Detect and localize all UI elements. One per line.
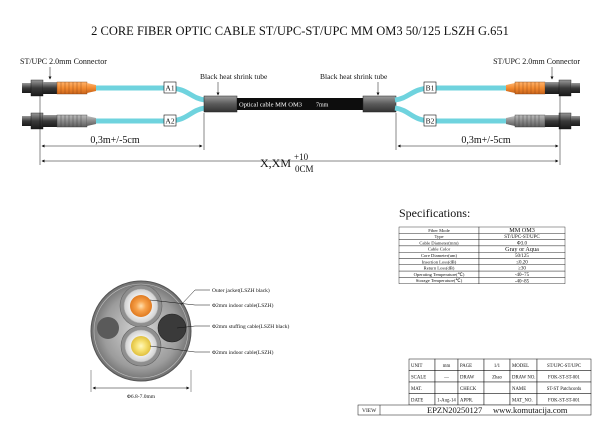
right-fiber-leg-b1 (394, 85, 506, 103)
total-length-tol-minus: 0CM (295, 164, 314, 174)
title-block: UNIT mm PAGE 1/1 MODEL ST/UPC-ST/UPC SCALE — DRA… (357, 358, 592, 416)
title-block-label: UNIT (411, 364, 423, 369)
spec-label: Return Loss(dB) (424, 266, 455, 271)
spec-row: Fiber Mode MM OM3 (398, 226, 566, 234)
tag-b2-text: B2 (426, 117, 435, 126)
spec-label: Cable Color (428, 247, 451, 252)
spec-row: Type ST/UPC-ST/UPC (398, 233, 566, 240)
title-block-value: — (443, 376, 449, 381)
title-block-row: SCALE — DRAW Zhao DRAW NO. FOK-ST-ST-001 (408, 370, 592, 383)
left-heat-shrink-tube (203, 95, 238, 113)
spec-row: Insertion Loss(dB) ≤0.20 (398, 258, 566, 265)
title-block-label: NAME (512, 387, 526, 392)
spec-row: Operating Temperature(℃) -40~75 (398, 270, 566, 278)
page-title: 2 CORE FIBER OPTIC CABLE ST/UPC-ST/UPC M… (91, 24, 509, 38)
spec-label: Cable Diameter(mm) (419, 240, 459, 245)
spec-label: Storage Temperature(℃) (416, 278, 463, 283)
right-leg-length: 0,3m+/-5cm (461, 135, 510, 146)
title-block-label: SCALE (411, 376, 426, 381)
cable-cross-section (90, 280, 192, 382)
spec-label: Insertion Loss(dB) (422, 259, 457, 264)
spec-value: MM OM3 (509, 227, 535, 234)
spec-value: -40~85 (515, 279, 530, 284)
tag-a2-text: A2 (165, 117, 174, 126)
tag-b1-text: B1 (426, 84, 435, 93)
spec-row: Return Loss(dB) ≥30 (398, 264, 566, 272)
left-connector-label: ST/UPC 2.0mm Connector (20, 57, 107, 66)
title-block-row: DATE 1-Aug-14 APPR. MAT_NO. FOK-ST-ST-001 (408, 393, 592, 406)
tag-b1 (423, 81, 437, 94)
spec-value: ≥30 (518, 267, 526, 272)
cross-section-leaders (149, 289, 210, 353)
cable-text: Optical cable MM OM3 (239, 102, 302, 109)
cross-section-diameter: Φ6.8-7.0mm (127, 394, 156, 400)
spec-value: ST/UPC-ST/UPC (504, 235, 540, 240)
tag-a1-text: A1 (165, 84, 174, 93)
right-tube-label: Black heat shrink tube (320, 72, 388, 81)
total-length: X,XM (260, 156, 291, 170)
title-block-label: MAT_NO. (512, 399, 533, 404)
tag-b2 (423, 114, 437, 127)
title-block-label: MAT. (411, 387, 422, 392)
title-block-row: UNIT mm PAGE 1/1 MODEL ST/UPC-ST/UPC (408, 358, 592, 371)
drawing-code: EPZN20250127 (427, 405, 482, 415)
title-block-label: DRAW NO. (512, 376, 536, 381)
spec-value: 50/125 (515, 254, 529, 259)
left-fiber-leg-a2 (96, 105, 206, 124)
title-block-value: 1-Aug-14 (437, 399, 456, 404)
spec-row: Cable Diameter(mm) Φ3.0 (398, 239, 566, 247)
left-tube-label: Black heat shrink tube (200, 72, 268, 81)
callout-outer-jacket: Outer jacket(LSZH black) (212, 287, 270, 294)
title-block-label: CHECK (460, 387, 477, 392)
spec-value: Gray or Aqua (505, 246, 539, 253)
title-block-label: MODEL (512, 364, 529, 369)
callout-indoor-cable-top: Φ2mm indoor cable(LSZH) (212, 302, 274, 309)
title-block-value: FOK-ST-ST-001 (548, 376, 580, 381)
tag-a1 (163, 81, 177, 94)
title-block-label: DATE (411, 399, 423, 404)
tag-a2 (163, 114, 177, 127)
right-connector-bottom (506, 112, 580, 130)
left-connector-top (22, 79, 96, 97)
specs-heading: Specifications: (399, 206, 470, 220)
spec-value: ≤0.20 (516, 260, 528, 265)
right-fiber-leg-b2 (394, 105, 506, 124)
right-connector-label: ST/UPC 2.0mm Connector (493, 57, 580, 66)
left-leg-length: 0,3m+/-5cm (90, 135, 139, 146)
title-block-label: APPR. (460, 399, 473, 404)
title-block-label: DRAW (460, 376, 475, 381)
spec-label: Type (434, 234, 443, 239)
title-block-value: 1/1 (494, 364, 501, 369)
right-heat-shrink-tube (362, 95, 397, 113)
title-block-value: Zhao (492, 376, 502, 381)
right-connector-top (506, 79, 580, 97)
spec-label: Fiber Mode (428, 228, 450, 233)
left-connector-bottom (22, 112, 96, 130)
spec-row: Storage Temperature(℃) -40~85 (398, 277, 566, 284)
spec-row: Core Diameter(um) 50/125 (398, 251, 566, 259)
total-length-tol-plus: +10 (294, 152, 309, 162)
spec-row: Cable Color Gray or Aqua (398, 245, 566, 253)
cable-diameter: 7mm (316, 103, 329, 109)
title-block-value: FOK-ST-ST-001 (548, 399, 580, 404)
callout-indoor-cable-bottom: Φ2mm indoor cable(LSZH) (212, 349, 274, 356)
spec-label: Operating Temperature(℃) (414, 272, 465, 277)
website: www.komutacija.com (493, 405, 568, 415)
spec-value: -40~75 (515, 273, 530, 278)
main-cable (237, 98, 363, 110)
view-label: VIEW (362, 408, 377, 414)
title-block-value: ST/UPC-ST/UPC (547, 364, 581, 369)
title-block-value: ST-ST Patchcords (547, 387, 582, 392)
spec-label: Core Diameter(um) (421, 253, 458, 258)
title-block-label: PAGE (460, 364, 472, 369)
left-fiber-leg-a1 (96, 85, 206, 103)
title-block-row: MAT. CHECK NAME ST-ST Patchcords (408, 381, 592, 394)
spec-value: Φ3.0 (517, 242, 527, 247)
callout-stuffing-cable: Φ2mm stuffing cable(LSZH black) (212, 323, 290, 330)
dimension-lines (39, 95, 561, 165)
title-block-value: mm (443, 364, 451, 369)
